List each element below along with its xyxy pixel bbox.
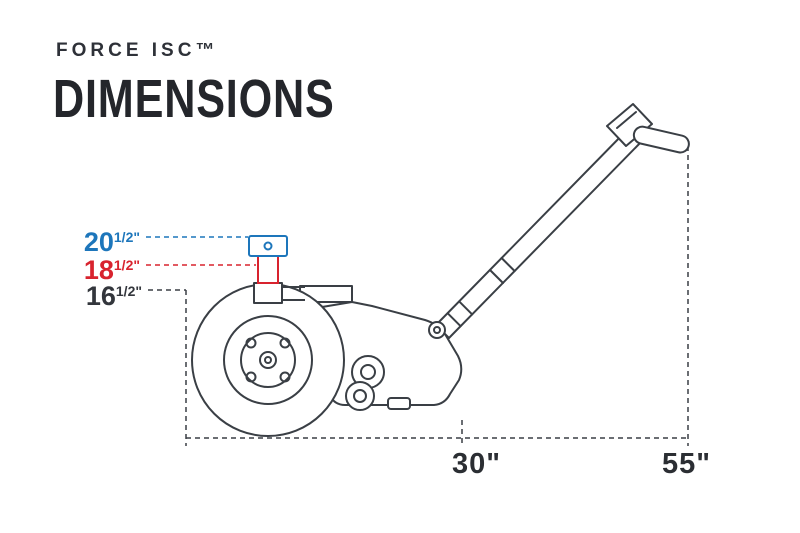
handle-joint-1 <box>446 312 462 328</box>
height-18-fraction: 1/2" <box>113 257 140 273</box>
roller-inner <box>353 389 367 403</box>
lug-hole-1 <box>245 337 257 349</box>
height-20-fraction: 1/2" <box>113 229 140 245</box>
handle-shaft <box>435 127 643 339</box>
brand-title: FORCE ISC™ <box>56 40 219 61</box>
handle-bracket-line <box>616 111 637 129</box>
lug-hole-3 <box>245 371 257 383</box>
handle-joint-3 <box>489 269 504 284</box>
height-label-18-5: 181/2" <box>40 252 140 284</box>
support-roller <box>345 381 411 411</box>
handle <box>435 103 690 339</box>
handle-pivot <box>428 321 446 339</box>
page-title: DIMENSIONS <box>53 69 335 129</box>
height-16-whole: 16 <box>85 281 116 311</box>
hub-cap <box>259 351 277 369</box>
width-label-55: 55" <box>662 448 712 480</box>
height-20-whole: 20 <box>83 227 114 257</box>
handle-bracket <box>606 103 653 147</box>
handle-joint-2 <box>458 300 474 316</box>
handle-joint-4 <box>500 257 516 272</box>
height-label-20-5: 201/2" <box>40 224 140 256</box>
height-16-fraction: 1/2" <box>115 283 142 299</box>
height-label-16-5: 161/2" <box>42 278 142 310</box>
wheel-rim <box>223 315 313 405</box>
lug-hole-4 <box>279 371 291 383</box>
coupler-red-stem <box>257 255 279 284</box>
dimension-lines <box>146 146 689 446</box>
support-foot <box>387 397 411 410</box>
coupler-blue-head <box>248 235 288 257</box>
width-label-30: 30" <box>452 448 502 480</box>
mast-base <box>253 282 283 304</box>
wheel <box>191 283 345 437</box>
lug-hole-2 <box>279 337 291 349</box>
coupler-blue-hole <box>263 241 273 251</box>
pivot-inner <box>433 326 441 334</box>
hub-center-dot <box>264 356 272 364</box>
wheel-hub <box>240 332 296 388</box>
handle-grip <box>632 125 690 154</box>
body-gear-inner <box>360 364 376 380</box>
height-18-whole: 18 <box>83 255 114 285</box>
